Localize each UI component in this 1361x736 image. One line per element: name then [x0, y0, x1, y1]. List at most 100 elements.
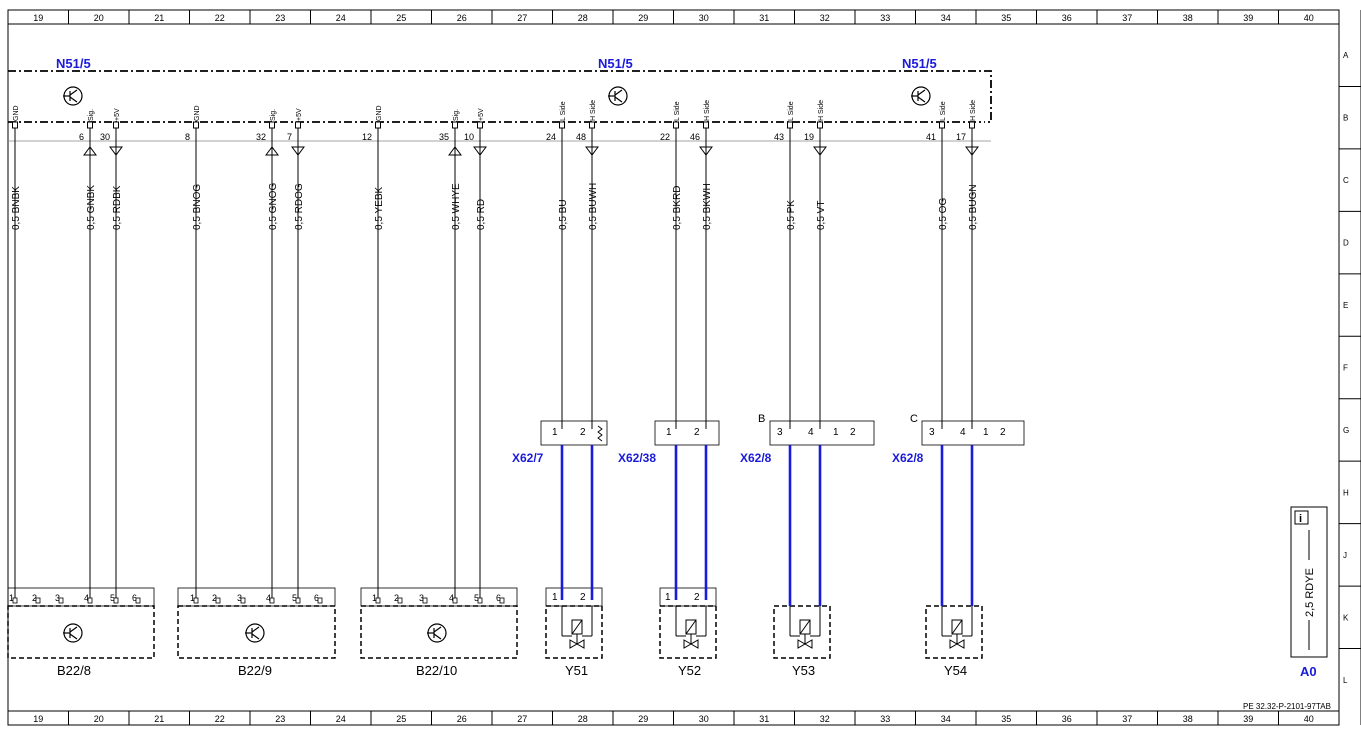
- valve-pin-number: 1: [552, 592, 558, 603]
- pin-number: 6: [79, 132, 84, 142]
- row-letter: C: [1343, 176, 1349, 185]
- column-number: 25: [396, 714, 406, 724]
- sensor-pin-number: 2: [212, 593, 217, 603]
- column-number: 24: [336, 714, 346, 724]
- pin-number: 48: [576, 132, 586, 142]
- sensor-pin-number: 6: [314, 593, 319, 603]
- info-icon-glyph: i: [1299, 513, 1302, 525]
- frame: [7, 9, 1361, 726]
- column-number: 25: [396, 13, 406, 23]
- connector-pin-number: 4: [808, 427, 814, 438]
- pin-function-label: GND: [13, 105, 20, 121]
- valve-pin-number: 2: [694, 592, 700, 603]
- wire-label: 0,5 WHYE: [451, 183, 462, 230]
- pin: Sig.350,5 WHYE: [439, 109, 462, 600]
- column-number: 31: [759, 13, 769, 23]
- connector-pin-number: 3: [777, 427, 783, 438]
- connector-pin-number: 1: [666, 427, 672, 438]
- control-unit-label: N51/5: [902, 56, 937, 71]
- sensor-pin-number: 4: [449, 593, 454, 603]
- column-number: 34: [941, 13, 951, 23]
- connector-pin-number: 1: [983, 427, 989, 438]
- pin-number: 10: [464, 132, 474, 142]
- row-letter: J: [1343, 551, 1347, 560]
- pin-number: 46: [690, 132, 700, 142]
- row-letter: D: [1343, 239, 1349, 248]
- column-number: 32: [820, 13, 830, 23]
- pin-function-label: L Side: [788, 101, 795, 121]
- sensor-pin-number: 3: [237, 593, 242, 603]
- valves: 1 2 1 2 Y51 Y52 Y53 Y54: [545, 587, 983, 678]
- connector-pin-number: 1: [552, 427, 558, 438]
- sensor-pin-number: 2: [32, 593, 37, 603]
- valve-label: Y51: [565, 663, 588, 678]
- transistor-icon: [608, 86, 628, 106]
- column-number: 39: [1243, 714, 1253, 724]
- column-number: 40: [1304, 714, 1314, 724]
- pin: Sig.320,5 GNOG: [256, 109, 279, 600]
- solenoid-valve-icon: [561, 606, 593, 649]
- pin-number: 30: [100, 132, 110, 142]
- transistor-icon: [911, 86, 931, 106]
- wire-label: 0,5 BUGN: [968, 184, 979, 230]
- sensor-pin-number: 4: [266, 593, 271, 603]
- valve-pin-number: 2: [580, 592, 586, 603]
- pin-function-label: L Side: [940, 101, 947, 121]
- solenoid-valve-icon: [675, 606, 707, 649]
- column-number: 26: [457, 13, 467, 23]
- wire-label: 0,5 RDOG: [294, 183, 305, 230]
- transistor-icon: [63, 86, 83, 106]
- harness-wires: [560, 445, 974, 606]
- pin-function-label: Sig.: [88, 109, 95, 121]
- column-number: 38: [1183, 13, 1193, 23]
- column-number: 35: [1001, 714, 1011, 724]
- info-wire-label: 2,5 RDYE: [1304, 568, 1316, 617]
- pin-number: 22: [660, 132, 670, 142]
- pin-function-label: GND: [376, 105, 383, 121]
- connector-pin-number: 2: [694, 427, 700, 438]
- sensor-pin-number: 5: [474, 593, 479, 603]
- column-number: 30: [699, 714, 709, 724]
- connector-pin-number: 1: [833, 427, 839, 438]
- sensor-icon: [427, 623, 447, 643]
- row-letter: B: [1343, 114, 1348, 123]
- sensor-pin-number: 6: [496, 593, 501, 603]
- column-number: 34: [941, 714, 951, 724]
- pin-number: 8: [185, 132, 190, 142]
- row-letter: L: [1343, 676, 1348, 685]
- solenoid-valve-icon: [789, 606, 821, 649]
- pin-function-label: +5V: [114, 108, 121, 121]
- row-letter: G: [1343, 426, 1349, 435]
- wire-label: 0,5 BU: [558, 199, 569, 230]
- column-number: 32: [820, 714, 830, 724]
- column-number: 36: [1062, 13, 1072, 23]
- pin-number: 17: [956, 132, 966, 142]
- column-number: 26: [457, 714, 467, 724]
- pin-function-label: Sig.: [270, 109, 277, 121]
- connector-label: X62/7: [512, 451, 544, 465]
- valve-label: Y52: [678, 663, 701, 678]
- column-number: 28: [578, 714, 588, 724]
- wire-label: 0,5 GNOG: [268, 183, 279, 230]
- pin-number: 7: [287, 132, 292, 142]
- column-number: 37: [1122, 13, 1132, 23]
- sensor-pin-number: 3: [419, 593, 424, 603]
- pin-function-label: Sig.: [453, 109, 460, 121]
- column-number: 29: [638, 13, 648, 23]
- column-number: 28: [578, 13, 588, 23]
- connectors: 1 2 1 2 3 4 1 2 3 4 1 2 B C X62/7 X62/38…: [512, 413, 1025, 465]
- wire-label: 0,5 BNBK: [11, 186, 22, 230]
- sensor-pin-number: 3: [55, 593, 60, 603]
- column-number: 24: [336, 13, 346, 23]
- row-letter: E: [1343, 301, 1348, 310]
- control-unit-label: N51/5: [598, 56, 633, 71]
- column-number: 22: [215, 13, 225, 23]
- row-letter: A: [1343, 51, 1349, 60]
